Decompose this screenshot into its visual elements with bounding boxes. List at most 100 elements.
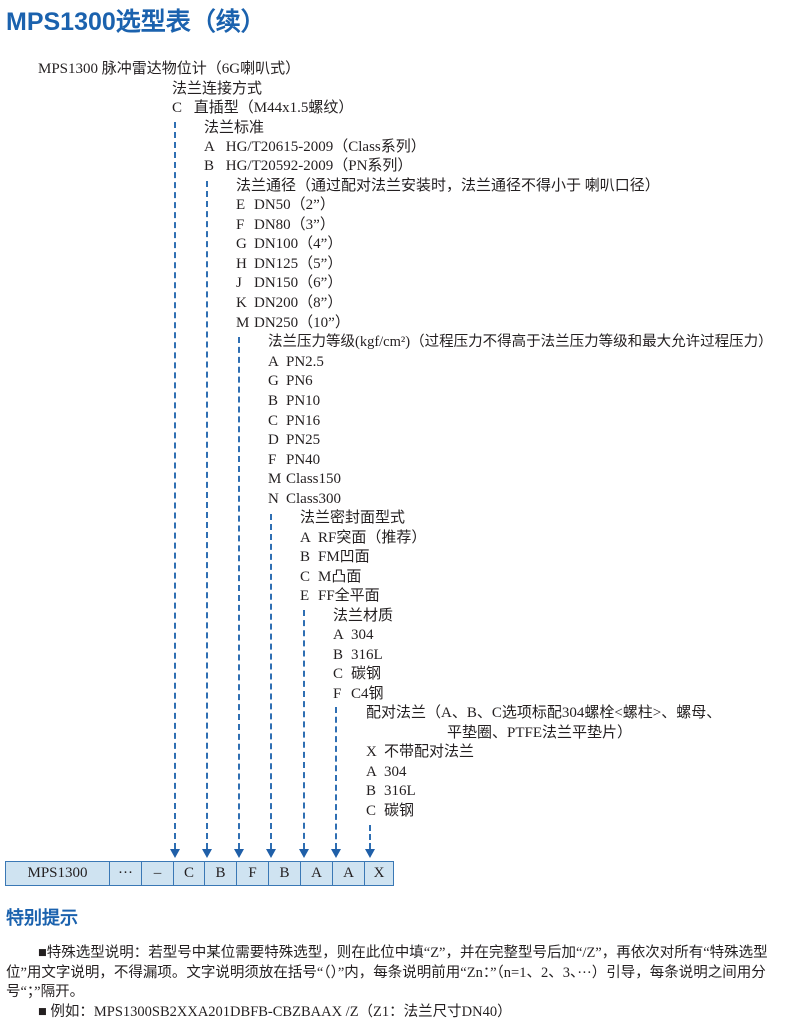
notes-paragraph-special: ■特殊选型说明：若型号中某位需要特殊选型，则在此位中填“Z”，并在完整型号后加“… (6, 945, 768, 1000)
option-label: FF全平面 (318, 588, 380, 604)
option-label: 直插型（M44x1.5螺纹） (193, 100, 354, 116)
flange-standard-header: 法兰标准 (204, 120, 265, 136)
arrow-down-icon (365, 849, 375, 858)
option-label: 碳钢 (384, 803, 415, 819)
option-label: PN16 (286, 413, 321, 429)
option-code: A (268, 354, 279, 370)
arrow-down-icon (266, 849, 276, 858)
option-label: DN150（6”） (254, 275, 343, 291)
code-cell-mating: X (373, 865, 385, 881)
option-code: H (236, 256, 247, 272)
option-label: 316L (384, 783, 416, 799)
flange-size-option: G DN100（4”） (236, 235, 342, 254)
option-label: DN100（4”） (254, 236, 343, 252)
option-code: E (236, 197, 246, 213)
option-label: HG/T20615-2009（Class系列） (225, 139, 426, 155)
arrow-down-icon (331, 849, 341, 858)
option-code: A (204, 139, 215, 155)
connector-dash-connection (174, 122, 176, 849)
pressure-option: C PN16 (268, 412, 320, 431)
option-code: F (268, 452, 277, 468)
option-code: M (236, 315, 250, 331)
connection-option: C 直插型（M44x1.5螺纹） (172, 99, 353, 118)
mating-option: A 304 (366, 763, 407, 782)
option-code: C (268, 413, 279, 429)
sealing-face-header: 法兰密封面型式 (300, 510, 406, 526)
option-code: G (236, 236, 247, 252)
option-code: A (333, 627, 344, 643)
option-code: C (333, 666, 344, 682)
option-code: A (366, 764, 377, 780)
mating-flange-header-cont: 平垫圈、PTFE法兰平垫片） (447, 725, 633, 741)
material-option: A 304 (333, 626, 374, 645)
option-label: M凸面 (318, 569, 362, 585)
option-label: DN50（2”） (254, 197, 335, 213)
option-label: PN40 (286, 452, 321, 468)
option-label: Class150 (286, 471, 342, 487)
option-label: FM凹面 (318, 549, 370, 565)
option-label: C4钢 (351, 686, 384, 702)
option-code: D (268, 432, 279, 448)
connector-dash-pressure (270, 514, 272, 849)
option-code: J (236, 275, 242, 291)
connector-dash-mating (369, 825, 371, 849)
model-code-box: MPS1300 ··· – C B F B A A X (5, 861, 394, 886)
option-label: 304 (351, 627, 374, 643)
notes-paragraph-example: ■ 例如：MPS1300SB2XXA201DBFB-CBZBAAX /Z（Z1：… (38, 1004, 512, 1020)
flange-size-option: E DN50（2”） (236, 196, 335, 215)
flange-size-option: J DN150（6”） (236, 274, 342, 293)
option-label: HG/T20592-2009（PN系列） (225, 158, 413, 174)
option-label: Class300 (286, 491, 342, 507)
option-label: 304 (384, 764, 407, 780)
connection-header: 法兰连接方式 (172, 81, 263, 97)
option-code: C (300, 569, 311, 585)
arrow-down-icon (234, 849, 244, 858)
pressure-option: G PN6 (268, 372, 313, 391)
material-option: F C4钢 (333, 685, 384, 704)
pressure-rating-header: 法兰压力等级(kgf/cm²)（过程压力不得高于法兰压力等级和最大允许过程压力） (268, 334, 773, 350)
option-code: B (300, 549, 311, 565)
arrow-down-icon (299, 849, 309, 858)
code-cell-dash: – (142, 862, 174, 885)
option-code: K (236, 295, 247, 311)
connector-dash-standard (206, 181, 208, 849)
option-code: G (268, 373, 279, 389)
option-code: C (172, 100, 183, 116)
option-code: C (366, 803, 377, 819)
pressure-option: A PN2.5 (268, 353, 324, 372)
flange-size-option: H DN125（5”） (236, 255, 342, 274)
option-code: B (268, 393, 279, 409)
option-code: N (268, 491, 279, 507)
option-label: 不带配对法兰 (384, 744, 475, 760)
flange-standard-option: B HG/T20592-2009（PN系列） (204, 157, 412, 176)
connector-dash-material (335, 707, 337, 849)
option-label: 316L (351, 647, 383, 663)
product-line: MPS1300 脉冲雷达物位计（6G喇叭式） (38, 61, 301, 77)
code-cell-sealing: A (301, 862, 333, 885)
option-code: F (333, 686, 342, 702)
sealing-option: B FM凹面 (300, 548, 370, 567)
option-code: E (300, 588, 310, 604)
option-label: PN6 (286, 373, 313, 389)
flange-standard-option: A HG/T20615-2009（Class系列） (204, 138, 426, 157)
mating-flange-header: 配对法兰（A、B、C选项标配304螺栓<螺柱>、螺母、 (366, 705, 722, 721)
code-cell-pressure: B (269, 862, 301, 885)
option-label: PN2.5 (286, 354, 324, 370)
option-code: M (268, 471, 282, 487)
pressure-option: F PN40 (268, 451, 320, 470)
option-label: DN125（5”） (254, 256, 343, 272)
option-label: DN80（3”） (254, 217, 335, 233)
pressure-option: N Class300 (268, 490, 341, 509)
option-code: B (333, 647, 344, 663)
code-cell-connection: C (174, 862, 205, 885)
option-code: X (366, 744, 377, 760)
code-cell-ellipsis: ··· (110, 862, 142, 885)
notes-heading: 特别提示 (6, 908, 78, 928)
